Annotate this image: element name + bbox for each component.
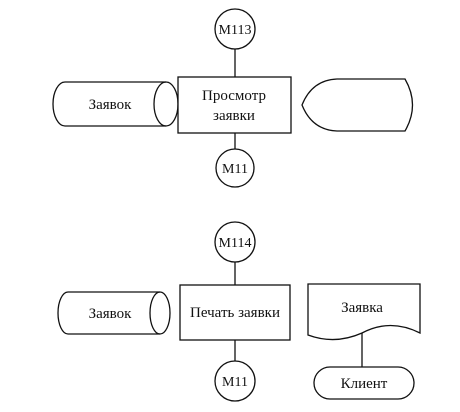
circle-label: M113 [219,23,252,38]
terminal-label: Клиент [341,376,388,392]
circle-m114: M114 [214,221,256,263]
process-label-line2: заявки [213,108,255,124]
diagram-2: Заявок Печать заявки Заявка Клиент M114 … [57,221,421,402]
process-label: Печать заявки [190,305,280,321]
circle-m11-2: M11 [214,360,256,402]
display-shape-1 [301,78,414,132]
circle-m11-1: M11 [215,148,255,188]
storage-zayavok-1: Заявок [52,81,179,127]
storage-label: Заявок [89,97,133,113]
process-box-2: Печать заявки [179,284,291,341]
storage-zayavok-2: Заявок [57,291,171,335]
process-label-line1: Просмотр [202,88,266,104]
document-zayavka: Заявка [307,283,421,341]
storage-label: Заявок [89,306,133,322]
circle-label: M11 [222,162,248,177]
circle-label: M114 [219,236,252,251]
circle-label: M11 [222,375,248,390]
document-label: Заявка [341,300,383,316]
process-box-1: Просмотр заявки [177,76,292,134]
terminal-client: Клиент [313,366,415,400]
diagram-1: Заявок Просмотр заявки M113 M11 [52,8,414,188]
circle-m113: M113 [214,8,256,50]
